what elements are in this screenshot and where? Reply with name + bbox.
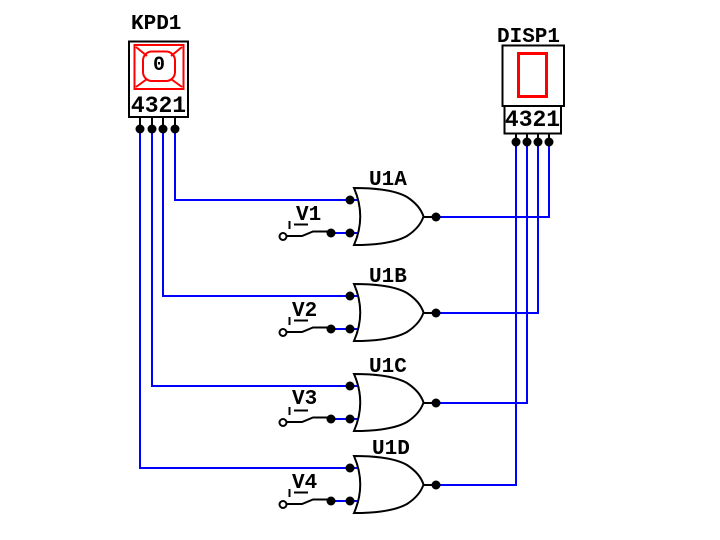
junction-dot xyxy=(147,124,157,134)
gate-u1d-ref-label: U1D xyxy=(372,438,410,461)
junction-dot xyxy=(326,324,336,334)
switch-v1-ref-label: V1 xyxy=(296,204,322,227)
junction-dot xyxy=(522,137,532,147)
junction-dot xyxy=(431,398,441,408)
disp1-digit-segment xyxy=(517,52,548,98)
junction-dot xyxy=(345,228,355,238)
switch-v3-ref-label: V3 xyxy=(292,388,318,411)
junction-dot xyxy=(135,124,145,134)
gate-u1c-symbol[interactable] xyxy=(353,373,425,432)
junction-dot xyxy=(345,463,355,473)
junction-dot xyxy=(326,414,336,424)
gate-u1a-ref-label: U1A xyxy=(369,169,407,192)
kpd1-key-bevels xyxy=(135,46,183,88)
junction-dot xyxy=(345,381,355,391)
junction-dot xyxy=(533,137,543,147)
gate-u1a-symbol[interactable] xyxy=(353,187,425,246)
kpd1-key-outer[interactable] xyxy=(133,44,185,90)
kpd1-key-inner[interactable] xyxy=(142,50,176,82)
wire-kpd1-pin2-to-u1b-in1[interactable] xyxy=(162,129,358,297)
junction-dot xyxy=(326,228,336,238)
wire-kpd1-pin3-to-u1c-in1[interactable] xyxy=(151,129,358,387)
wire-u1a-out-to-disp1-pin1[interactable] xyxy=(436,142,550,218)
junction-dot xyxy=(345,291,355,301)
switch-v4-ref-label: V4 xyxy=(292,472,318,495)
gate-u1c-ref-label: U1C xyxy=(369,356,407,379)
gate-u1b-ref-label: U1B xyxy=(369,266,407,289)
wire-kpd1-pin1-to-u1a-in1[interactable] xyxy=(174,129,358,201)
display-ref-label: DISP1 xyxy=(497,26,561,49)
wire-u1b-out-to-disp1-pin2[interactable] xyxy=(436,142,539,314)
gate-u1d-symbol[interactable] xyxy=(353,455,425,514)
junction-dot xyxy=(544,137,554,147)
junction-dot xyxy=(326,496,336,506)
display-disp1-symbol[interactable] xyxy=(501,44,565,141)
junction-dot xyxy=(345,195,355,205)
kpd1-body[interactable] xyxy=(128,40,189,118)
junction-dot xyxy=(431,480,441,490)
gate-u1b-symbol[interactable] xyxy=(353,283,425,342)
wire-u1d-out-to-disp1-pin4[interactable] xyxy=(436,142,517,486)
keypad-key-0[interactable]: 0 xyxy=(152,54,165,77)
junction-dot xyxy=(345,414,355,424)
junction-dot xyxy=(511,137,521,147)
display-pin-numbers: 4321 xyxy=(504,107,561,133)
keypad-pin-numbers: 4321 xyxy=(130,93,187,119)
junction-dot xyxy=(158,124,168,134)
keypad-kpd1-symbol[interactable] xyxy=(128,40,189,128)
junction-dot xyxy=(170,124,180,134)
disp1-pin-section xyxy=(503,105,562,135)
junction-dot xyxy=(431,308,441,318)
junction-dot xyxy=(345,324,355,334)
junction-dot xyxy=(431,212,441,222)
keypad-ref-label: KPD1 xyxy=(131,13,182,36)
wire-u1c-out-to-disp1-pin3[interactable] xyxy=(436,142,528,404)
switch-v2-ref-label: V2 xyxy=(292,300,318,323)
junction-dots xyxy=(135,124,554,506)
junction-dot xyxy=(345,496,355,506)
wire-kpd1-pin4-to-u1d-in1[interactable] xyxy=(139,129,358,469)
